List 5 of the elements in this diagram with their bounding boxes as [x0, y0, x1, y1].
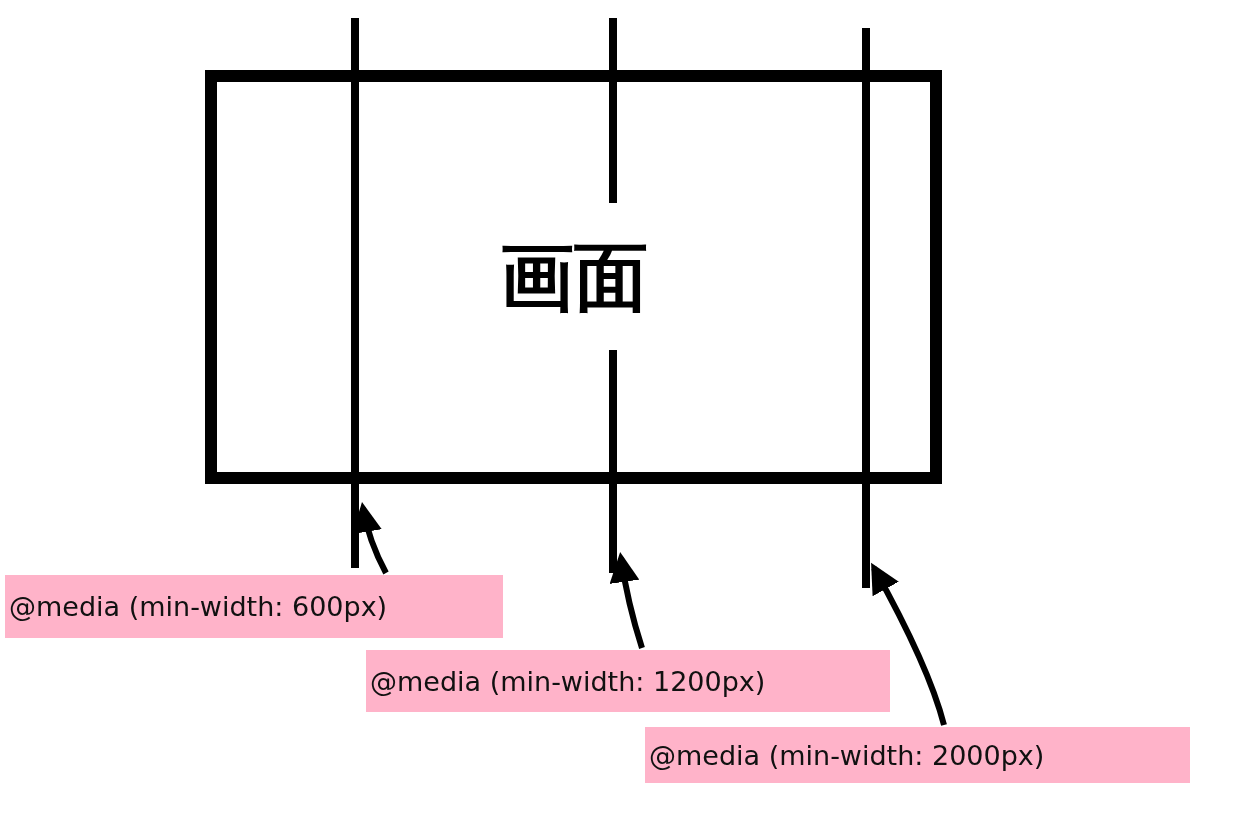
media-query-label: @media (min-width: 600px): [5, 575, 503, 638]
media-query-label: @media (min-width: 1200px): [366, 650, 890, 712]
arrow: [609, 552, 645, 649]
arrow: [871, 562, 947, 726]
media-query-label: @media (min-width: 2000px): [645, 727, 1190, 783]
